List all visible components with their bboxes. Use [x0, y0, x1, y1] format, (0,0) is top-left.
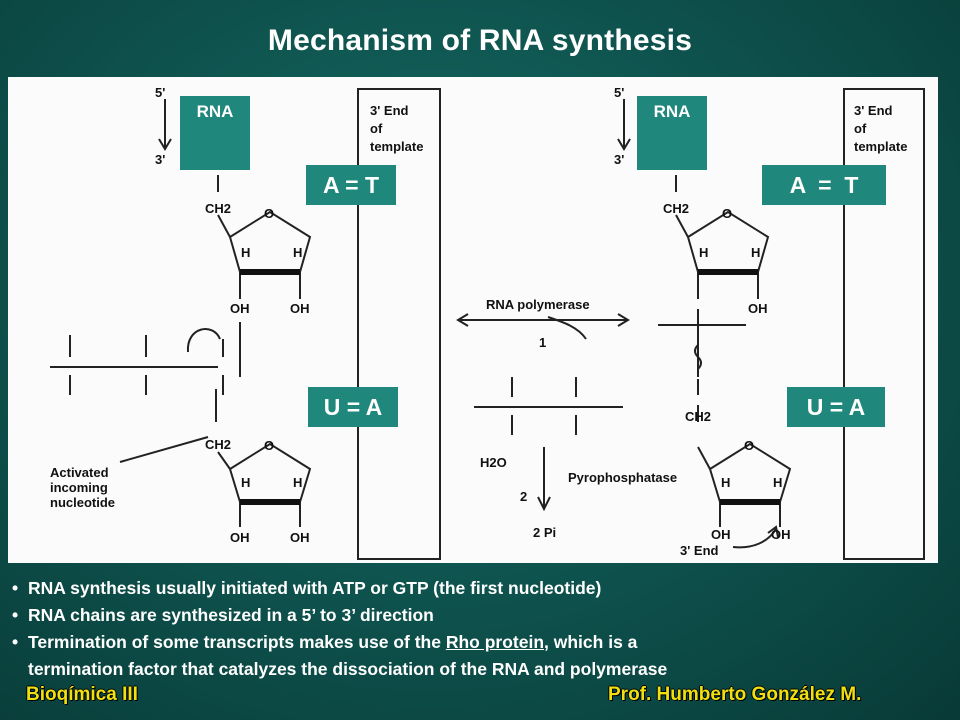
- activated-label: Activated: [50, 465, 109, 480]
- left-upper-h-label: H: [241, 245, 250, 260]
- right-template-of-label: of: [854, 121, 867, 136]
- right-template-end-label: 3' End: [854, 103, 893, 118]
- author-footer: Prof. Humberto González M.: [608, 684, 862, 705]
- slide-title: Mechanism of RNA synthesis: [267, 24, 693, 57]
- incoming-label: incoming: [50, 480, 108, 495]
- left-upper-oh-label: OH: [230, 301, 250, 316]
- three-end-arrow: [732, 528, 777, 549]
- left-lower-oh-label: OH: [230, 530, 250, 545]
- right-upper-oh-label: OH: [748, 301, 768, 316]
- left-lower-ring-oxygen: O: [264, 438, 274, 453]
- left-template-end-label: 3' End: [370, 103, 409, 118]
- two-pi-label: 2 Pi: [533, 525, 556, 540]
- pyrophosphatase-label: Pyrophosphatase: [568, 470, 677, 485]
- left-template-of-label: of: [370, 121, 383, 136]
- right-three-end-label: 3' End: [680, 543, 719, 558]
- left-upper-ring-oxygen: O: [264, 206, 274, 221]
- left-upper-ribose: [228, 210, 312, 273]
- nucleophilic-attack-arrow: [186, 328, 221, 353]
- bullet-text: RNA chains are synthesized in a 5’ to 3’…: [28, 605, 434, 625]
- right-lower-h-label: H: [721, 475, 730, 490]
- rho-protein-link[interactable]: Rho protein: [445, 632, 545, 652]
- right-lower-h2-label: H: [773, 475, 782, 490]
- bullet-continuation: termination factor that catalyzes the di…: [12, 656, 957, 683]
- left-lower-h2-label: H: [293, 475, 302, 490]
- right-top-base-pair: A = T: [762, 165, 886, 205]
- right-rna-box: RNA: [637, 96, 707, 170]
- bullet-item: •Termination of some transcripts makes u…: [12, 632, 638, 652]
- left-lower-oh2-label: OH: [290, 530, 310, 545]
- left-template-word-label: template: [370, 139, 423, 154]
- right-template-strand: [843, 88, 925, 560]
- right-arrowhead-icon: [617, 138, 631, 151]
- left-lower-h-label: H: [241, 475, 250, 490]
- bullet-text: RNA synthesis usually initiated with ATP…: [28, 578, 602, 598]
- right-bottom-base-pair: U = A: [787, 387, 885, 427]
- step-two-label: 2: [520, 489, 527, 504]
- left-three-prime-label: 3': [155, 152, 165, 167]
- left-rna-box: RNA: [180, 96, 250, 170]
- left-bottom-base-pair: U = A: [308, 387, 398, 427]
- left-upper-ch2-label: CH2: [205, 201, 231, 216]
- left-arrowhead-icon: [158, 138, 172, 151]
- right-lower-ring-oxygen: O: [744, 438, 754, 453]
- left-lower-ribose: [228, 442, 312, 503]
- step-one-label: 1: [539, 335, 546, 350]
- right-upper-h2-label: H: [751, 245, 760, 260]
- right-five-prime-label: 5': [614, 85, 624, 100]
- left-template-strand: [357, 88, 441, 560]
- right-upper-ring-oxygen: O: [722, 206, 732, 221]
- bullet-list: •RNA synthesis usually initiated with AT…: [12, 575, 957, 683]
- left-upper-oh2-label: OH: [290, 301, 310, 316]
- right-template-word-label: template: [854, 139, 907, 154]
- right-lower-oh-label: OH: [711, 527, 731, 542]
- bullet-text: , which is a: [544, 632, 638, 652]
- right-upper-ribose: [686, 210, 770, 273]
- bullet-text: Termination of some transcripts makes us…: [28, 632, 446, 652]
- bullet-item: •RNA chains are synthesized in a 5’ to 3…: [12, 605, 434, 625]
- right-lower-ribose: [708, 442, 792, 503]
- right-lower-ch2-label: CH2: [685, 409, 711, 424]
- rna-polymerase-label: RNA polymerase: [486, 297, 590, 312]
- right-three-prime-label: 3': [614, 152, 624, 167]
- diagram-panel: 5' 3' 5' 3' 3' End of template 3' End of…: [8, 77, 938, 563]
- water-label: H2O: [480, 455, 507, 470]
- right-upper-h-label: H: [699, 245, 708, 260]
- rna-synthesis-diagram: 5' 3' 5' 3' 3' End of template 3' End of…: [50, 85, 925, 560]
- course-name-footer: Bioqímica III: [26, 684, 138, 705]
- left-lower-ch2-label: CH2: [205, 437, 231, 452]
- nucleotide-label: nucleotide: [50, 495, 115, 510]
- left-top-base-pair: A = T: [306, 165, 396, 205]
- bullet-item: •RNA synthesis usually initiated with AT…: [12, 578, 602, 598]
- left-five-prime-label: 5': [155, 85, 165, 100]
- left-upper-h2-label: H: [293, 245, 302, 260]
- bullet-text: termination factor that catalyzes the di…: [28, 659, 668, 679]
- right-lower-oh2-label: OH: [771, 527, 791, 542]
- right-upper-ch2-label: CH2: [663, 201, 689, 216]
